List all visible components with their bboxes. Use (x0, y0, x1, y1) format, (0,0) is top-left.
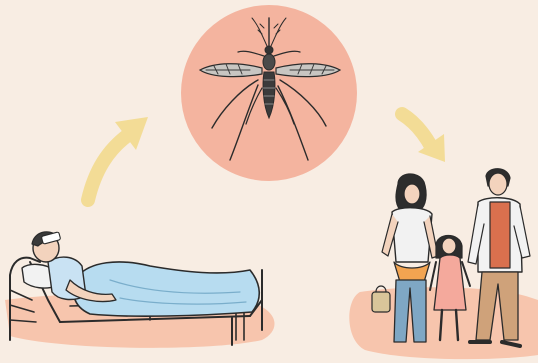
arrow-up (88, 135, 128, 200)
arrow-icon (402, 114, 445, 162)
arrow-down (402, 114, 432, 148)
arrow-icon (88, 117, 148, 200)
